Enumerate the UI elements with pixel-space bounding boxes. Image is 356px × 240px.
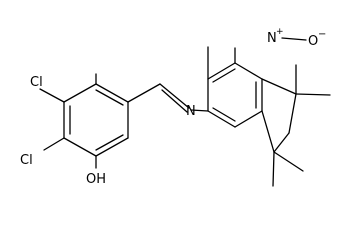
phenol-ring [39, 83, 129, 157]
indane-aromatic-ring [207, 62, 263, 128]
chlorine-top-label: Cl [30, 75, 43, 90]
gem-dimethyl-bottom [272, 151, 304, 187]
nitro-plus-charge: + [276, 27, 284, 37]
nitro-minus-charge: − [318, 29, 326, 40]
c-cl-bond-bottom [43, 137, 65, 151]
gem-dimethyl-top [295, 64, 331, 96]
imine-nitrogen-label: N [186, 104, 196, 119]
imine-linker [127, 83, 209, 113]
chlorine-bottom-label: Cl [20, 153, 33, 168]
chemical-structure-diagram: Cl Cl OH N N + O − [20, 27, 331, 187]
hydroxyl-label: OH [86, 172, 106, 187]
cyclopentane-ring [261, 78, 297, 153]
nitro-nitrogen-label: N [267, 31, 277, 46]
nitro-oxygen-label: O [308, 34, 318, 49]
n-o-bond [281, 37, 307, 41]
